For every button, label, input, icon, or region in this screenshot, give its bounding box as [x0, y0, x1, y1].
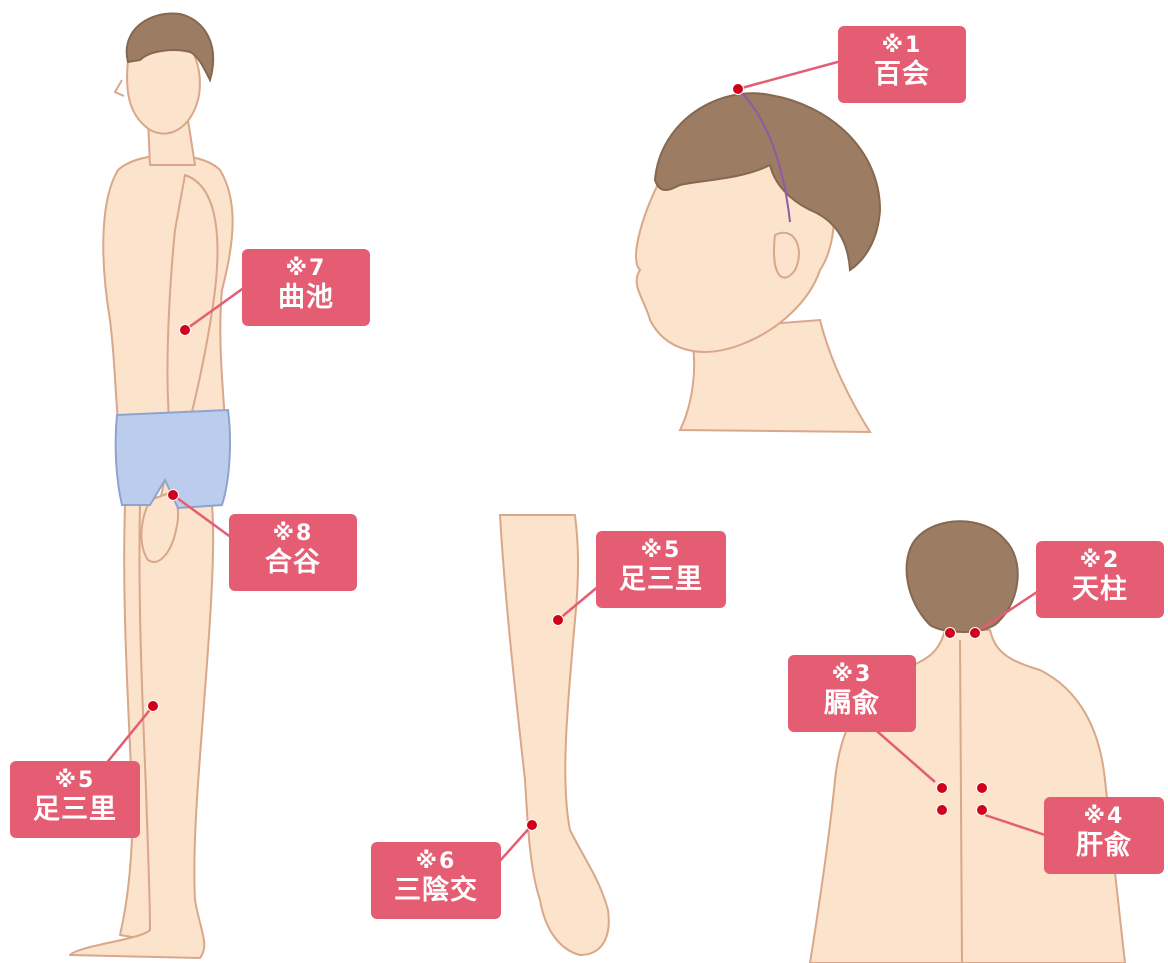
point-dot-ashi-sanri-front [553, 615, 564, 626]
head-profile-figure [636, 93, 880, 432]
label-kakuyu: ※3 膈兪 [788, 655, 916, 732]
label-name: 天柱 [1036, 576, 1164, 604]
label-ashi-sanri-side: ※5 足三里 [10, 761, 140, 838]
lower-leg-figure [500, 515, 609, 955]
point-dot-kakuyu-right [977, 783, 988, 794]
label-number: ※3 [788, 663, 916, 686]
point-dot-kakuyu-left [937, 783, 948, 794]
label-name: 膈兪 [788, 690, 916, 718]
label-kyokuchi: ※7 曲池 [242, 249, 370, 326]
point-dot-ashi-sanri-side [148, 701, 159, 712]
label-number: ※5 [596, 539, 726, 562]
point-dot-tenchu-right [970, 628, 981, 639]
label-ashi-sanri-front: ※5 足三里 [596, 531, 726, 608]
point-dot-hyakue [733, 84, 744, 95]
label-number: ※8 [229, 522, 357, 545]
point-dot-kanyu-right [977, 805, 988, 816]
label-sanninko: ※6 三陰交 [371, 842, 501, 919]
label-number: ※1 [838, 34, 966, 57]
label-number: ※5 [10, 769, 140, 792]
label-name: 百会 [838, 61, 966, 89]
label-hyakue: ※1 百会 [838, 26, 966, 103]
label-name: 合谷 [229, 549, 357, 577]
full-body-head [115, 13, 213, 133]
label-goukoku: ※8 合谷 [229, 514, 357, 591]
label-number: ※2 [1036, 549, 1164, 572]
point-dot-kyokuchi [180, 325, 191, 336]
point-dot-kanyu-left [937, 805, 948, 816]
label-name: 三陰交 [371, 877, 501, 905]
label-kanyu: ※4 肝兪 [1044, 797, 1164, 874]
label-name: 肝兪 [1044, 832, 1164, 860]
label-number: ※4 [1044, 805, 1164, 828]
label-name: 曲池 [242, 284, 370, 312]
label-tenchu: ※2 天柱 [1036, 541, 1164, 618]
label-number: ※7 [242, 257, 370, 280]
label-name: 足三里 [10, 796, 140, 824]
label-number: ※6 [371, 850, 501, 873]
point-dot-tenchu-left [945, 628, 956, 639]
point-dot-goukoku [168, 490, 179, 501]
label-name: 足三里 [596, 566, 726, 594]
point-dot-sanninko [527, 820, 538, 831]
